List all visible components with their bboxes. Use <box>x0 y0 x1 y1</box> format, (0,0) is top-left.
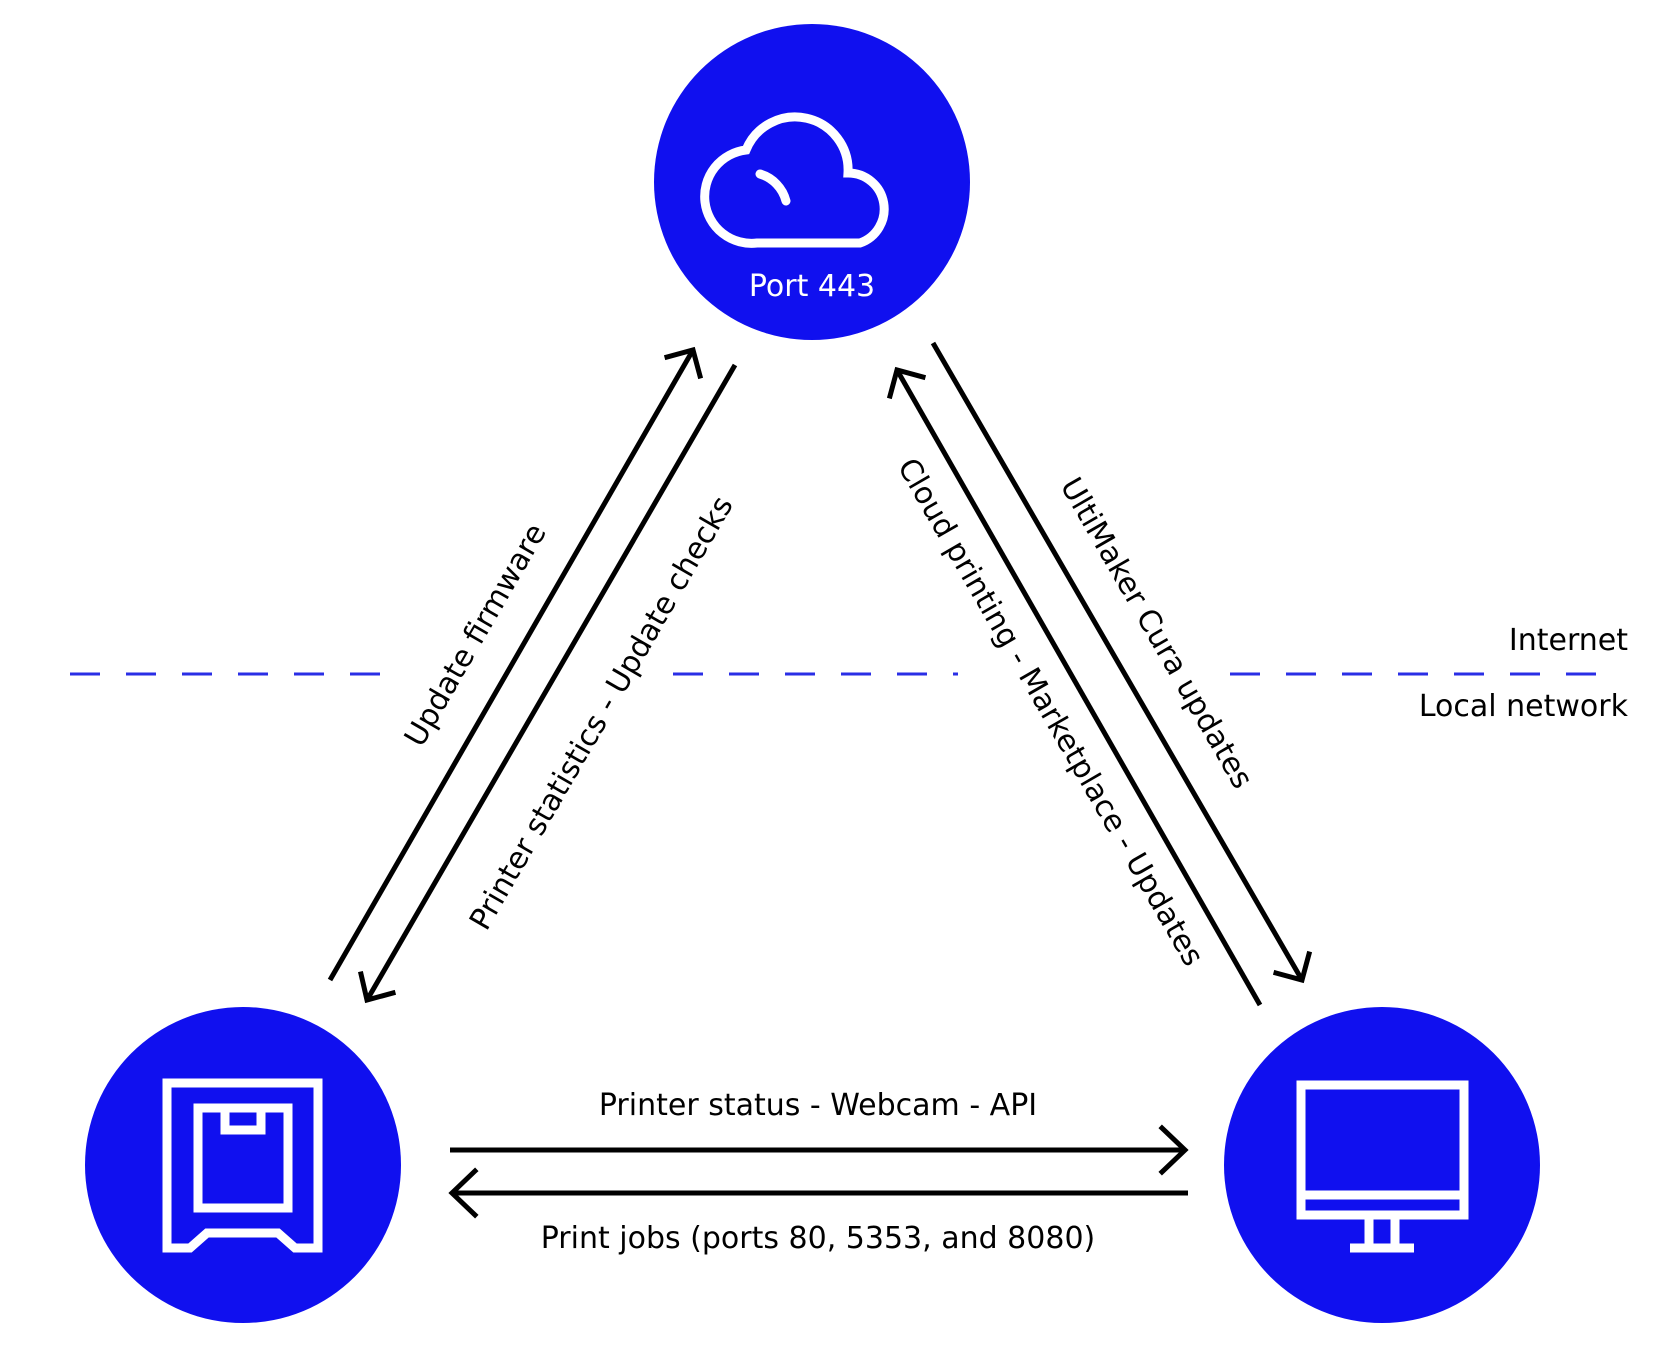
arrow-cloud-to-computer <box>930 341 1305 982</box>
arrowhead-printer-to-cloud <box>663 346 704 380</box>
label-print-jobs: Print jobs (ports 80, 5353, and 8080) <box>541 1221 1096 1256</box>
printer-node-circle <box>85 1007 401 1323</box>
monitor-icon <box>1296 1080 1469 1253</box>
connection-printer-to-computer: Printer status - Webcam - API <box>450 1088 1189 1176</box>
connection-cloud-to-printer: Printer statistics - Update checks <box>358 363 741 1004</box>
computer-node <box>1224 1007 1540 1323</box>
connection-computer-to-printer: Print jobs (ports 80, 5353, and 8080) <box>448 1167 1188 1256</box>
cloud-node: Port 443 <box>654 24 970 340</box>
cloud-port-label: Port 443 <box>749 269 875 304</box>
arrow-printer-to-cloud <box>327 348 696 982</box>
printer-icon <box>162 1078 323 1253</box>
printer-node <box>85 1007 401 1323</box>
label-cloud-printing: Cloud printing - Marketplace - Updates <box>890 452 1210 972</box>
network-boundary: Internet Local network <box>70 623 1629 724</box>
arrowhead-computer-to-cloud <box>886 366 927 400</box>
connection-cloud-to-computer: UltiMaker Cura updates <box>930 341 1313 984</box>
arrowhead-printer-to-computer <box>1158 1124 1189 1176</box>
zone-label-internet: Internet <box>1509 623 1628 658</box>
zone-label-local-network: Local network <box>1419 689 1629 724</box>
arrowhead-computer-to-printer <box>448 1167 479 1219</box>
cloud-icon <box>700 112 889 248</box>
label-printer-status: Printer status - Webcam - API <box>599 1088 1037 1123</box>
computer-node-circle <box>1224 1007 1540 1323</box>
arrow-computer-to-cloud <box>894 368 1263 1007</box>
arrowhead-cloud-to-printer <box>358 971 397 1004</box>
arrowhead-cloud-to-computer <box>1272 950 1313 984</box>
cloud-node-circle <box>654 24 970 340</box>
arrow-cloud-to-printer <box>364 363 738 1002</box>
